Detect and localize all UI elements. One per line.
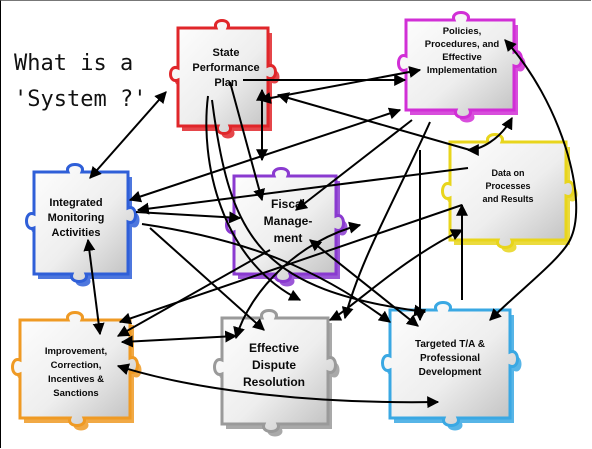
arrow	[116, 363, 440, 409]
arrow	[489, 39, 578, 321]
label-line: Processes	[485, 181, 530, 191]
arrow	[128, 107, 402, 203]
label-line: Activities	[52, 227, 101, 239]
label-line: State	[213, 47, 240, 59]
arrow	[89, 91, 167, 179]
svg-text:Incentives &: Incentives &	[48, 374, 104, 385]
svg-text:Performance: Performance	[192, 62, 259, 74]
label-line: Targeted T/A &	[415, 339, 485, 350]
svg-text:Improvement,: Improvement,	[45, 346, 107, 357]
svg-text:Professional: Professional	[420, 353, 480, 364]
title-line-1: What is a	[14, 51, 133, 76]
piece-policies-procedures: Policies, Procedures, and Effective Impl…	[397, 11, 526, 123]
label-line: and Results	[482, 194, 533, 204]
label-line: Effective	[442, 52, 482, 63]
arrow	[276, 92, 471, 151]
piece-effective-dispute-resolution: Effective Dispute Resolution	[213, 309, 340, 437]
connector-arrows	[83, 39, 578, 409]
label-line: Procedures, and	[425, 39, 500, 50]
arrow	[83, 238, 105, 336]
svg-text:ment: ment	[274, 231, 303, 245]
svg-text:State: State	[213, 47, 240, 59]
svg-text:Correction,: Correction,	[51, 360, 102, 371]
label-line: Performance	[192, 62, 259, 74]
arrow	[309, 239, 419, 327]
svg-text:Resolution: Resolution	[243, 375, 305, 389]
svg-text:Sanctions: Sanctions	[53, 388, 98, 399]
label-line: Correction,	[51, 360, 102, 371]
label-line: Manage-	[264, 214, 313, 228]
piece-improvement-correction: Improvement, Correction, Incentives & Sa…	[11, 311, 142, 431]
svg-text:Plan: Plan	[214, 77, 238, 89]
label-line: Plan	[214, 77, 238, 89]
label-line: ment	[274, 231, 303, 245]
svg-text:Monitoring: Monitoring	[48, 212, 105, 224]
arrow	[135, 211, 242, 224]
svg-text:Dispute: Dispute	[252, 358, 296, 372]
arrow	[136, 167, 469, 215]
label-line: Implementation	[427, 65, 497, 76]
svg-text:Fiscal: Fiscal	[271, 197, 305, 211]
label-line: Development	[419, 367, 482, 378]
piece-integrated-monitoring: Integrated Monitoring Activities	[25, 163, 140, 287]
label-line: Monitoring	[48, 212, 105, 224]
label-line: Improvement,	[45, 346, 107, 357]
svg-text:Data on: Data on	[491, 168, 524, 178]
svg-text:Implementation: Implementation	[427, 65, 497, 76]
svg-text:Effective: Effective	[249, 341, 299, 355]
label-line: Data on	[491, 168, 524, 178]
arrow	[120, 330, 238, 348]
label-line: Professional	[420, 353, 480, 364]
svg-text:Development: Development	[419, 367, 482, 378]
svg-text:Targeted T/A &: Targeted T/A &	[415, 339, 485, 350]
svg-text:Procedures, and: Procedures, and	[425, 39, 500, 50]
svg-text:Integrated: Integrated	[49, 197, 102, 209]
label-line: Sanctions	[53, 388, 98, 399]
label-line: Fiscal	[271, 197, 305, 211]
svg-text:Processes: Processes	[485, 181, 530, 191]
title-line-2: 'System ?'	[14, 87, 146, 112]
label-line: Integrated	[49, 197, 102, 209]
label-line: Dispute	[252, 358, 296, 372]
label-line: Incentives &	[48, 374, 104, 385]
svg-text:and Results: and Results	[482, 194, 533, 204]
label-line: Policies,	[443, 26, 482, 37]
svg-text:Effective: Effective	[442, 52, 482, 63]
piece-targeted-ta: Targeted T/A & Professional Development	[381, 301, 522, 431]
label-line: Resolution	[243, 375, 305, 389]
arrow	[258, 66, 422, 104]
arrow	[233, 221, 362, 340]
label-line: Effective	[249, 341, 299, 355]
svg-text:Activities: Activities	[52, 227, 101, 239]
svg-text:Policies,: Policies,	[443, 26, 482, 37]
svg-text:Manage-: Manage-	[264, 214, 313, 228]
